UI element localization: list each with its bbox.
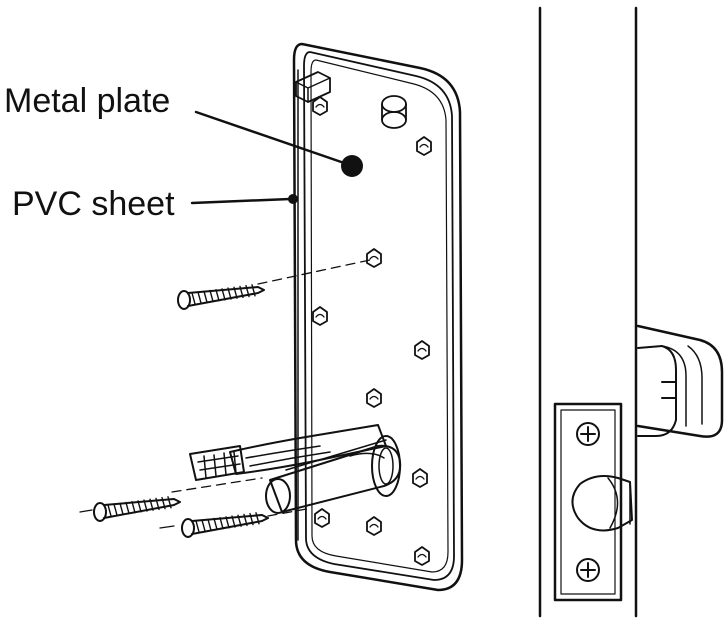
top-left-stud [295,71,331,103]
latch-bolt [571,475,633,532]
wood-screw [177,284,265,310]
wood-screw [93,496,181,522]
plate-hole [366,248,382,268]
screws [93,284,269,538]
door-edge [538,6,638,618]
door-lever-stub [636,324,724,438]
plate-holes [312,96,432,566]
connector-plug [189,445,245,481]
wood-screw [181,512,269,538]
plate-hole [414,340,430,360]
pvc-sheet-marker [288,194,298,204]
label-metal-plate: Metal plate [4,82,170,120]
leader-pvc-sheet [190,194,298,205]
plate-hole [414,546,430,566]
cable-assembly [189,424,402,514]
mounting-plate [292,42,464,592]
plate-hole [412,468,428,488]
plate-hole [314,508,330,528]
leader-metal-plate [194,110,363,177]
plate-hole [416,136,432,156]
guide-lines [79,259,371,529]
plate-hole [312,306,328,326]
metal-plate-marker [341,155,363,177]
label-pvc-sheet: PVC sheet [12,185,175,223]
plate-hole [312,96,328,116]
faceplate-screw-top [576,422,600,446]
top-right-stud [381,95,407,129]
latch-faceplate [553,402,633,602]
plate-hole [366,516,382,536]
faceplate-screw-bottom [576,558,600,582]
plate-hole [366,388,382,408]
